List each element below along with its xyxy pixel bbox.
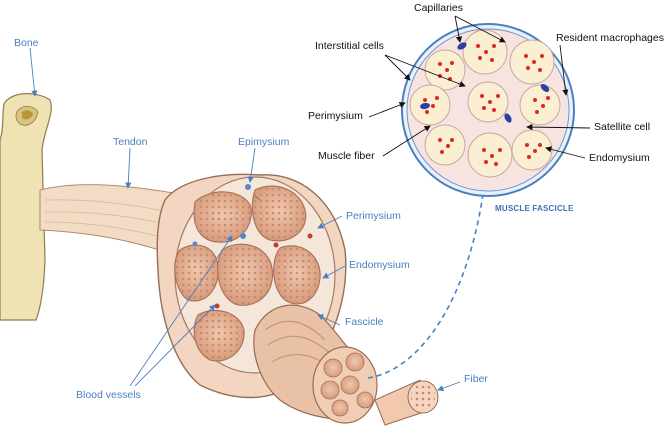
perimysium-label: Perimysium bbox=[346, 210, 401, 222]
blood-vessels-label: Blood vessels bbox=[76, 389, 141, 401]
fiber-illustration bbox=[374, 379, 439, 426]
perimysium-inset-label: Perimysium bbox=[308, 110, 363, 122]
fiber-label: Fiber bbox=[464, 373, 488, 385]
leader-lines bbox=[29, 15, 591, 392]
muscle-fascicle-caption: MUSCLE FASCICLE bbox=[495, 204, 574, 213]
endomysium-inset-label: Endomysium bbox=[589, 152, 650, 164]
resident-macrophages-label: Resident macrophages bbox=[556, 32, 664, 44]
fascicle-to-inset-connector bbox=[367, 178, 490, 379]
bone-label: Bone bbox=[14, 37, 39, 49]
tendon-label: Tendon bbox=[113, 136, 148, 148]
capillaries-label: Capillaries bbox=[414, 2, 464, 14]
bone-illustration bbox=[0, 93, 52, 321]
endomysium-label: Endomysium bbox=[349, 259, 410, 271]
muscle-fiber-label: Muscle fiber bbox=[318, 150, 375, 162]
protruding-fascicle-illustration bbox=[253, 304, 378, 424]
satellite-cell-label: Satellite cell bbox=[594, 121, 651, 133]
interstitial-cells-label: Interstitial cells bbox=[315, 40, 384, 52]
muscle-fascicle-inset bbox=[401, 23, 575, 197]
fascicle-label: Fascicle bbox=[345, 316, 384, 328]
epimysium-label: Epimysium bbox=[238, 136, 290, 148]
